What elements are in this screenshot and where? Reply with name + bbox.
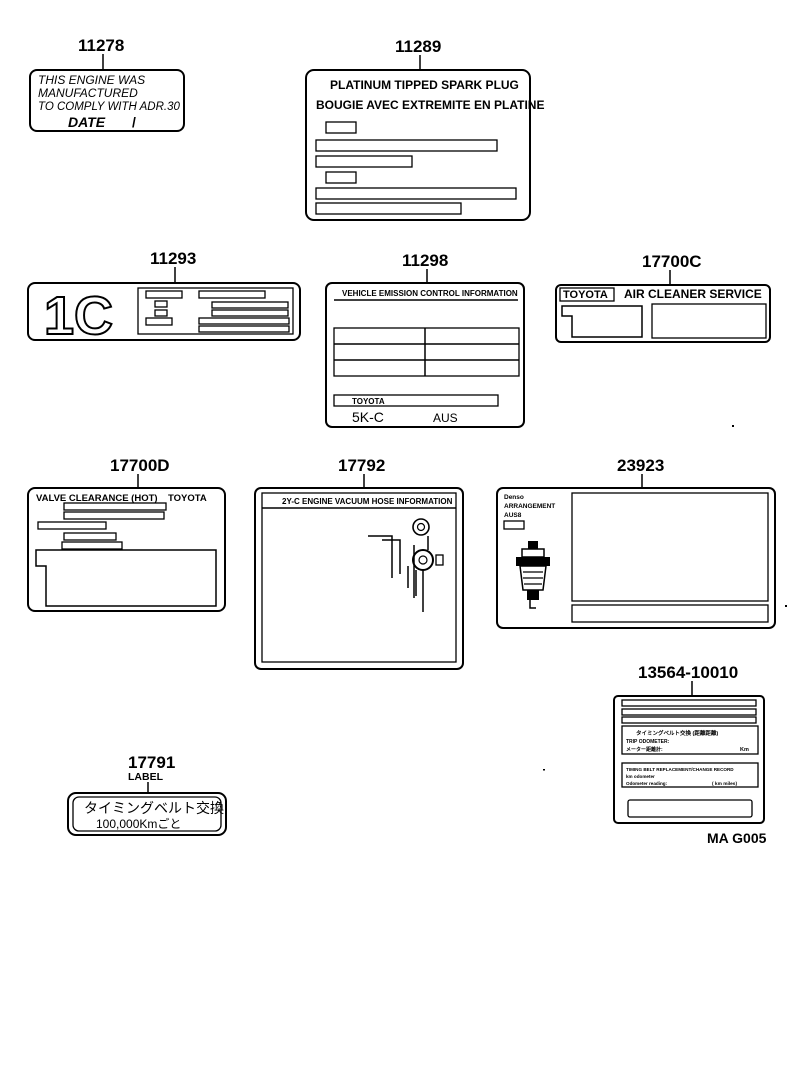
text-timing-belt-jp: タイミングベルト交換 bbox=[84, 800, 224, 816]
text-valve-clearance: VALVE CLEARANCE (HOT) bbox=[36, 493, 158, 504]
label-17700D: 17700D VALVE CLEARANCE (HOT) TOYOTA bbox=[27, 456, 226, 612]
text-toyota-17700D: TOYOTA bbox=[168, 493, 207, 504]
part-number-11298: 11298 bbox=[402, 251, 448, 270]
label-13564-10010: 13564-10010 タイミングベルト交換 (距離距離) TRIP ODOME… bbox=[613, 663, 765, 824]
label-23923: 23923 Denso ARRANGEMENT AUS8 bbox=[496, 456, 776, 629]
text-toyota-11298: TOYOTA bbox=[352, 397, 385, 406]
text-13564-row3: メーター距離計: bbox=[626, 746, 663, 753]
part-number-13564-10010: 13564-10010 bbox=[638, 663, 738, 682]
text-toyota-17700C: TOYOTA bbox=[563, 289, 608, 301]
text-vacuum-hose: 2Y-C ENGINE VACUUM HOSE INFORMATION bbox=[282, 497, 453, 506]
text-emission-title: VEHICLE EMISSION CONTROL INFORMATION bbox=[342, 289, 518, 298]
text-label: LABEL bbox=[128, 771, 164, 783]
part-number-11293: 11293 bbox=[150, 249, 196, 268]
text-aus: AUS bbox=[433, 411, 458, 425]
text-13564-row1: タイミングベルト交換 (距離距離) bbox=[636, 729, 718, 737]
label-17792: 17792 2Y-C ENGINE VACUUM HOSE INFORMATIO… bbox=[254, 456, 464, 670]
text-denso: Denso bbox=[504, 494, 524, 501]
text-date: DATE bbox=[68, 114, 106, 130]
text-distance: 100,000Kmごと bbox=[96, 816, 181, 831]
part-number-23923: 23923 bbox=[617, 456, 664, 475]
part-number-17791: 17791 bbox=[128, 753, 175, 772]
label-11289: 11289 PLATINUM TIPPED SPARK PLUG BOUGIE … bbox=[305, 37, 544, 221]
part-number-11278: 11278 bbox=[78, 36, 124, 55]
label-11293: 11293 1C bbox=[27, 249, 301, 347]
text-engine-was: THIS ENGINE WAS bbox=[38, 73, 145, 87]
text-13564-unit: Km bbox=[740, 747, 749, 753]
text-engine-5kc: 5K-C bbox=[352, 409, 384, 425]
label-11278: 11278 THIS ENGINE WAS MANUFACTURED TO CO… bbox=[29, 36, 185, 132]
text-13564-row4: TIMING BELT REPLACEMENT/CHANGE RECORD bbox=[626, 767, 734, 772]
text-13564-row7: ( km miles) bbox=[712, 781, 737, 787]
text-1c: 1C bbox=[44, 286, 113, 346]
text-manufactured: MANUFACTURED bbox=[38, 86, 138, 100]
text-13564-row5: km odometer bbox=[626, 774, 655, 779]
part-number-17700D: 17700D bbox=[110, 456, 170, 475]
text-bougie: BOUGIE AVEC EXTREMITE EN PLATINE bbox=[316, 98, 544, 112]
text-air-cleaner: AIR CLEANER SERVICE bbox=[624, 287, 762, 301]
text-aus8: AUS8 bbox=[504, 512, 522, 519]
text-date-slash: / bbox=[132, 114, 136, 130]
label-11298: 11298 VEHICLE EMISSION CONTROL INFORMATI… bbox=[325, 251, 525, 428]
text-platinum: PLATINUM TIPPED SPARK PLUG bbox=[330, 78, 519, 92]
diagram-code: MA G005 bbox=[707, 830, 767, 846]
part-number-17792: 17792 bbox=[338, 456, 385, 475]
part-number-11289: 11289 bbox=[395, 37, 441, 56]
label-17791: 17791 LABEL タイミングベルト交換 100,000Kmごと bbox=[67, 753, 227, 836]
label-17700C: 17700C TOYOTA AIR CLEANER SERVICE bbox=[555, 252, 771, 343]
part-number-17700C: 17700C bbox=[642, 252, 702, 271]
spark-plug-icon bbox=[516, 541, 550, 609]
text-comply: TO COMPLY WITH ADR.30 bbox=[38, 101, 180, 113]
text-13564-row6: Odometer reading: bbox=[626, 781, 668, 786]
text-13564-row2: TRIP ODOMETER: bbox=[626, 739, 670, 745]
text-arrangement: ARRANGEMENT bbox=[504, 503, 555, 510]
